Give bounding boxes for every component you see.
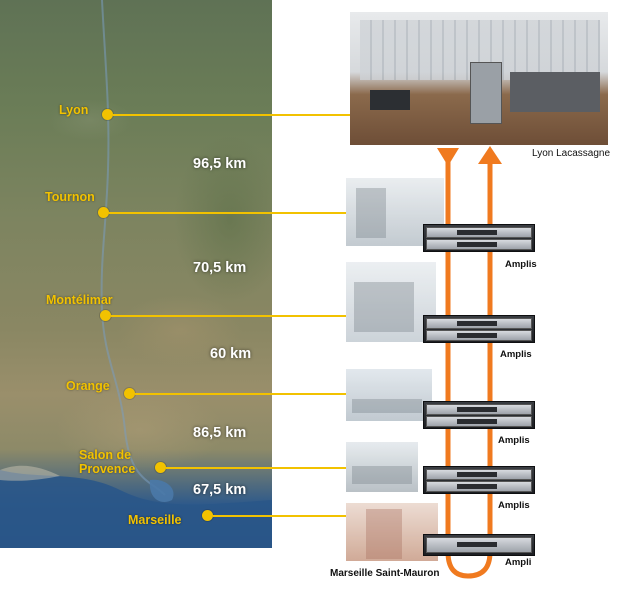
amplifier-unit	[426, 416, 532, 427]
leader-line-lyon	[113, 114, 350, 116]
fiber-link	[445, 158, 493, 579]
building-window	[352, 399, 422, 413]
distance-montelimar-orange: 60 km	[210, 346, 252, 362]
amplifier-slot	[457, 333, 497, 338]
amplifier-unit	[426, 330, 532, 341]
city-marker-orange	[124, 388, 135, 399]
leader-line-montelimar	[111, 315, 346, 317]
city-label-orange: Orange	[66, 379, 110, 393]
amplifier-slot	[457, 230, 497, 235]
satellite-map	[0, 0, 272, 548]
sea-area	[0, 470, 272, 548]
leader-line-orange	[135, 393, 346, 395]
amplifier-slot	[457, 407, 497, 412]
lab-laptop	[370, 90, 410, 110]
amplifier-unit	[426, 537, 532, 553]
distance-orange-salon: 86,5 km	[193, 425, 247, 441]
camargue-coast	[0, 465, 60, 481]
city-marker-montelimar	[100, 310, 111, 321]
amplifier-label-tournon: Amplis	[505, 259, 537, 270]
amplifier-tournon	[423, 224, 535, 252]
amplifier-slot	[457, 542, 497, 547]
city-label-tournon: Tournon	[45, 190, 95, 204]
amplifier-marseille	[423, 534, 535, 556]
site-label-marseille: Marseille Saint-Mauron	[330, 568, 440, 579]
amplifier-unit	[426, 404, 532, 415]
amplifier-salon	[423, 466, 535, 494]
amplifier-unit	[426, 318, 532, 329]
amplifier-montelimar	[423, 315, 535, 343]
amplifier-label-montelimar: Amplis	[500, 349, 532, 360]
fiber-arrow-receive	[437, 148, 459, 166]
lab-equipment-rack	[470, 62, 502, 124]
building-photo-salon	[346, 442, 418, 492]
city-marker-salon	[155, 462, 166, 473]
city-label-montelimar: Montélimar	[46, 293, 113, 307]
leader-line-tournon	[109, 212, 346, 214]
building-photo-orange	[346, 369, 432, 421]
amplifier-slot	[457, 419, 497, 424]
amplifier-slot	[457, 472, 497, 477]
building-window	[366, 509, 402, 559]
amplifier-label-salon: Amplis	[498, 500, 530, 511]
map-terrain	[0, 0, 272, 548]
fiber-arrow-send	[478, 146, 502, 164]
amplifier-orange	[423, 401, 535, 429]
lab-bench	[510, 72, 600, 112]
city-marker-lyon	[102, 109, 113, 120]
leader-line-salon	[166, 467, 346, 469]
amplifier-slot	[457, 242, 497, 247]
amplifier-slot	[457, 484, 497, 489]
distance-salon-marseille: 67,5 km	[193, 482, 247, 498]
amplifier-label-orange: Amplis	[498, 435, 530, 446]
city-label-marseille: Marseille	[128, 513, 182, 527]
building-window	[352, 466, 412, 484]
rhone-river	[100, 0, 166, 496]
building-window	[356, 188, 386, 238]
amplifier-unit	[426, 469, 532, 480]
amplifier-unit	[426, 239, 532, 250]
amplifier-slot	[457, 321, 497, 326]
building-window	[354, 282, 414, 332]
site-label-lyon: Lyon Lacassagne	[532, 148, 611, 159]
building-photo-marseille	[346, 503, 438, 561]
distance-lyon-tournon: 96,5 km	[193, 156, 247, 172]
amplifier-label-marseille: Ampli	[505, 557, 532, 568]
amplifier-unit	[426, 481, 532, 492]
city-label-lyon: Lyon	[59, 103, 89, 117]
etang-de-berre	[149, 479, 174, 502]
amplifier-unit	[426, 227, 532, 238]
leader-line-marseille	[213, 515, 346, 517]
city-label-salon: Salon de Provence	[79, 448, 136, 476]
building-photo-montelimar	[346, 262, 436, 342]
lab-photo	[350, 12, 608, 145]
distance-tournon-montelimar: 70,5 km	[193, 260, 247, 276]
city-marker-marseille	[202, 510, 213, 521]
city-marker-tournon	[98, 207, 109, 218]
